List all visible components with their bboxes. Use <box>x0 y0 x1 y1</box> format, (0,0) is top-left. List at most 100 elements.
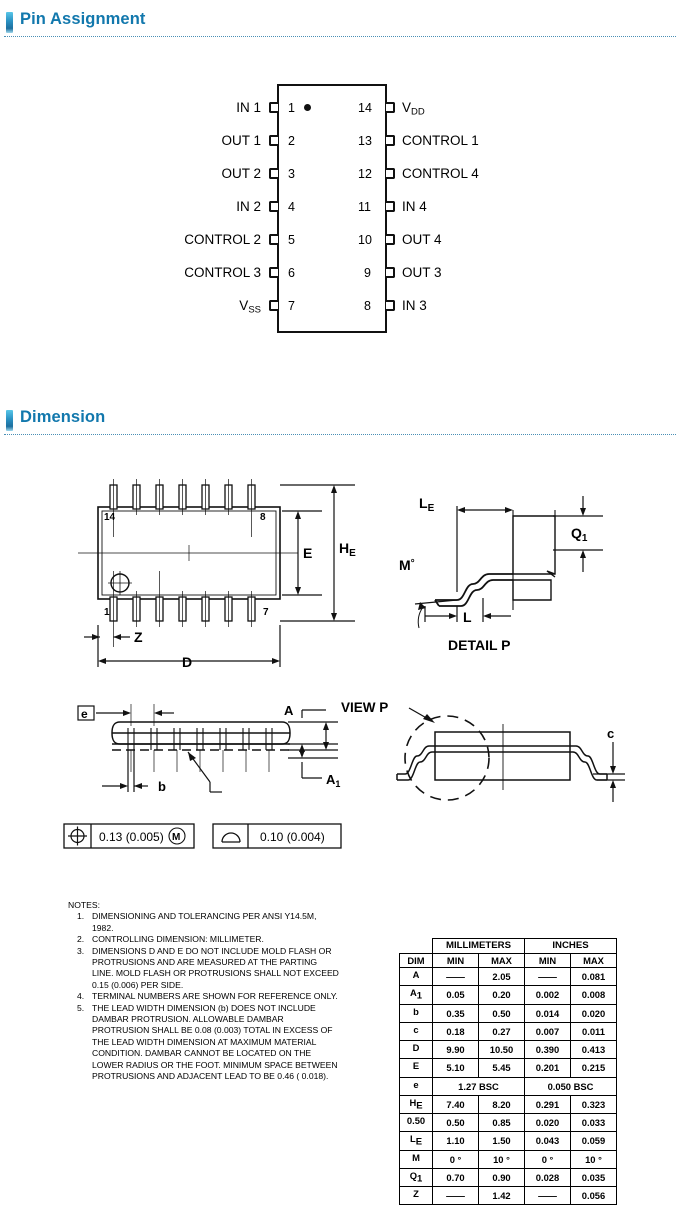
cell-mm-min: 1.10 <box>432 1131 479 1151</box>
pin-label-3: OUT 2 <box>221 166 261 181</box>
note-text: THE LEAD WIDTH DIMENSION (b) DOES NOT IN… <box>92 1002 338 1082</box>
pin-label-4: IN 2 <box>236 199 261 214</box>
column-header-mm-max: MAX <box>478 952 525 969</box>
cell-in-max: 0.033 <box>570 1113 617 1133</box>
table-row: HE 7.40 8.20 0.291 0.323 <box>399 1094 617 1115</box>
pin-notch-7 <box>269 300 278 311</box>
pin-number-11: 11 <box>358 200 371 214</box>
feature-frame-value-1: 0.13 (0.005) <box>99 830 164 844</box>
cell-mm-min: —— <box>432 1186 479 1205</box>
pin-number-12: 12 <box>358 167 372 181</box>
cell-in-span: 0.050 BSC <box>524 1076 617 1096</box>
cell-mm-max: 0.20 <box>478 985 525 1005</box>
cell-mm-max: 8.20 <box>478 1094 525 1115</box>
note-number: 5. <box>77 1002 85 1013</box>
row-dim-base: Q <box>409 1169 417 1181</box>
cell-in-min: —— <box>524 967 571 987</box>
row-dim-base: E <box>412 1060 420 1072</box>
row-dim: Q1 <box>399 1167 433 1188</box>
section-title: Dimension <box>20 408 106 426</box>
pin-notch-4 <box>269 201 278 212</box>
cell-mm-max: 1.42 <box>478 1186 525 1205</box>
section-accent-bar <box>6 410 13 431</box>
note-number: 1. <box>77 911 85 922</box>
pin-label-7: VSS <box>213 299 261 315</box>
pin-number-14: 14 <box>358 101 372 115</box>
table-row: A1 0.05 0.20 0.002 0.008 <box>399 985 617 1005</box>
note-item: 3. DIMENSIONS D AND E DO NOT INCLUDE MOL… <box>68 946 340 992</box>
note-item: 1. DIMENSIONING AND TOLERANCING PER ANSI… <box>68 911 340 934</box>
cell-in-max: 0.035 <box>570 1167 617 1188</box>
cell-mm-max: 0.50 <box>478 1003 525 1023</box>
top-view-pin-14: 14 <box>104 512 116 523</box>
cell-in-min: 0.020 <box>524 1113 571 1133</box>
row-dim-base: c <box>413 1023 419 1035</box>
cell-in-max: 0.059 <box>570 1131 617 1151</box>
cell-mm-min: 0.35 <box>432 1003 479 1023</box>
dim-label-HE: HE <box>339 540 356 559</box>
position-icon <box>68 826 87 846</box>
section-title: Pin Assignment <box>20 10 146 28</box>
table-row: Z —— 1.42 —— 0.056 <box>399 1186 617 1205</box>
cell-mm-min: 0.18 <box>432 1021 479 1042</box>
cell-in-max: 10 ° <box>570 1149 617 1169</box>
feature-frame-modifier-1: M <box>172 832 180 843</box>
view-p-caption: VIEW P <box>341 700 388 715</box>
table-row: e 1.27 BSC 0.050 BSC <box>399 1076 617 1096</box>
pin-label-6: CONTROL 3 <box>184 265 261 280</box>
pin-assignment-diagram: 1 IN 1 2 OUT 1 3 OUT 2 4 IN 2 5 CONTROL … <box>0 60 680 360</box>
pin-label-13: CONTROL 1 <box>402 133 479 148</box>
dim-label-c: c <box>607 726 614 741</box>
column-header-dim: DIM <box>399 952 433 969</box>
row-dim-base: H <box>409 1096 417 1108</box>
note-text: TERMINAL NUMBERS ARE SHOWN FOR REFERENCE… <box>92 991 338 1002</box>
cell-in-min: 0.002 <box>524 985 571 1005</box>
pin-label-10: OUT 4 <box>402 232 442 247</box>
row-dim-base: M <box>412 1151 420 1163</box>
dim-label-E: E <box>303 545 312 561</box>
row-dim: D <box>399 1040 433 1060</box>
table-row: M 0 ° 10 ° 0 ° 10 ° <box>399 1149 617 1169</box>
cell-in-min: 0.007 <box>524 1021 571 1042</box>
notes-title: NOTES: <box>68 900 100 910</box>
cell-in-max: 0.323 <box>570 1094 617 1115</box>
pin-notch-6 <box>269 267 278 278</box>
pin-label-12: CONTROL 4 <box>402 166 479 181</box>
pin-label-14: VDD <box>402 101 425 117</box>
package-top-view: 14 8 1 7 E HE Z <box>78 479 356 670</box>
cell-mm-min: 0 ° <box>432 1149 479 1169</box>
pin-label-1: IN 1 <box>236 100 261 115</box>
pin-notch-10 <box>386 234 395 245</box>
note-item: 2. CONTROLLING DIMENSION: MILLIMETER. <box>68 934 340 945</box>
pin-notch-5 <box>269 234 278 245</box>
pin-number-1: 1 <box>288 101 295 115</box>
group-header-inches: INCHES <box>524 938 617 954</box>
table-row: 0.50 0.50 0.85 0.020 0.033 <box>399 1113 617 1133</box>
pin-label-2: OUT 1 <box>221 133 261 148</box>
pin-notch-2 <box>269 135 278 146</box>
row-dim: E <box>399 1058 433 1078</box>
cell-mm-min: 0.05 <box>432 985 479 1005</box>
row-dim: e <box>399 1076 433 1096</box>
dim-label-Q1: Q1 <box>571 525 588 544</box>
cell-in-min: 0.028 <box>524 1167 571 1188</box>
section-divider <box>4 434 676 435</box>
pin-number-4: 4 <box>288 200 295 214</box>
pin-label-8: IN 3 <box>402 298 427 313</box>
dim-label-L: L <box>463 609 472 625</box>
pin-notch-1 <box>269 102 278 113</box>
row-dim: c <box>399 1021 433 1042</box>
column-header-mm-min: MIN <box>432 952 479 969</box>
row-dim-sub: E <box>415 1137 423 1149</box>
dim-label-M: M° <box>399 557 415 573</box>
cell-in-max: 0.215 <box>570 1058 617 1078</box>
cell-mm-min: —— <box>432 967 479 987</box>
row-dim-base: Z <box>413 1188 419 1200</box>
cell-mm-max: 0.27 <box>478 1021 525 1042</box>
row-dim: A <box>399 967 433 987</box>
dim-label-D: D <box>182 654 192 670</box>
package-outline <box>277 84 387 333</box>
row-dim-sub: 1 <box>417 1173 423 1185</box>
cell-mm-max: 0.85 <box>478 1113 525 1133</box>
pin-number-7: 7 <box>288 299 295 313</box>
